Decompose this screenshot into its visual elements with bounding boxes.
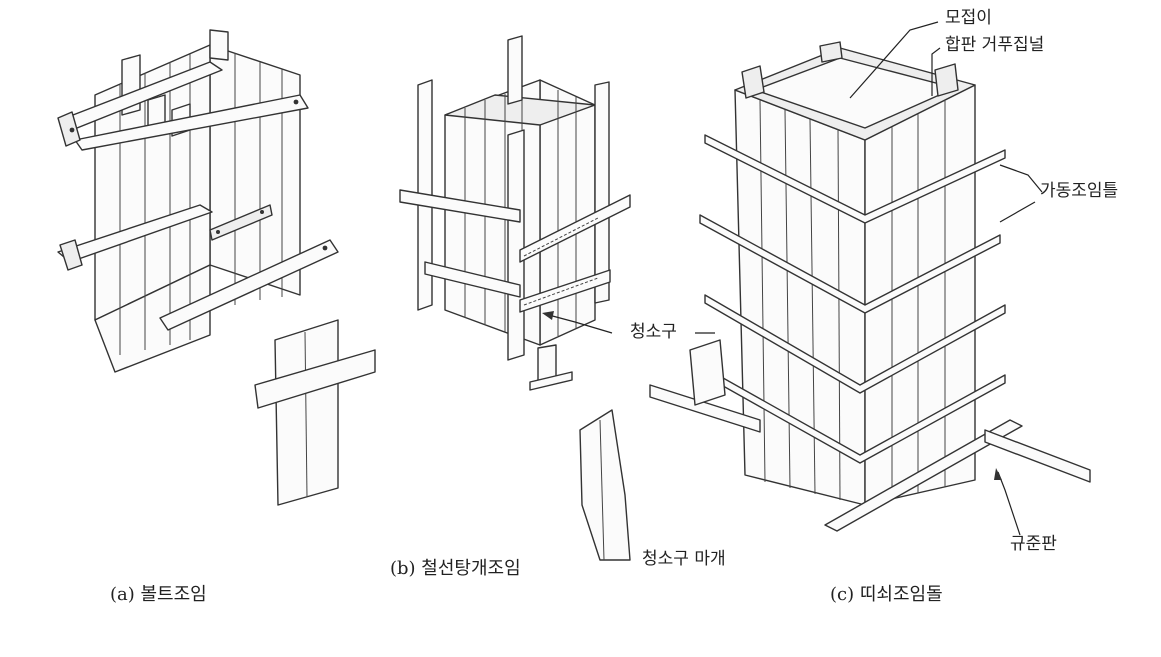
label-mojeobi: 모접이 <box>945 8 992 28</box>
cleanout-plug-seam <box>599 419 605 561</box>
leader-gadong <box>999 164 1043 193</box>
leader-hapan <box>931 47 941 96</box>
c-yoke-1 <box>704 134 1006 224</box>
label-cleanout: 청소구 <box>630 322 677 342</box>
a-top-yoke-end <box>57 111 81 147</box>
a-loose-panel-seam <box>304 331 308 498</box>
a-right-face <box>209 44 301 296</box>
label-hapan-formwork: 합판 거푸집널 <box>945 35 1045 55</box>
c-yoke-3 <box>704 294 1006 394</box>
c-chamfer-block <box>741 65 765 99</box>
c-chamfer-block <box>819 41 843 63</box>
a-cleat-plate <box>209 204 273 241</box>
a-top-yoke-front <box>74 94 309 151</box>
c-band-yokes <box>699 134 1006 464</box>
caption-c: (c) 띠쇠조임돌 <box>830 584 943 605</box>
b-cleanout-bar <box>529 371 573 391</box>
b-wale-lower-left <box>424 261 521 298</box>
a-bolt <box>260 210 264 214</box>
a-loose-panel-cleat <box>254 349 376 409</box>
caption-a: (a) 볼트조임 <box>110 584 207 605</box>
leader-mojeobi <box>849 21 939 99</box>
b-post-right <box>594 81 610 304</box>
b-post-front <box>507 129 525 361</box>
label-guide-plank: 규준판 <box>1010 534 1057 554</box>
b-wire-tie <box>523 217 599 257</box>
c-guide-plank-front <box>824 419 1023 532</box>
c-right-face <box>864 84 976 506</box>
leader-gadong-2 <box>999 201 1036 223</box>
a-bottom-yoke-end <box>59 239 83 271</box>
a-bolt <box>216 230 220 234</box>
figure-b-wire-formwork <box>399 35 631 391</box>
caption-b: (b) 철선탕개조임 <box>390 558 521 579</box>
b-wale-lower-right <box>519 269 611 313</box>
figure-c-band-formwork <box>649 41 1091 532</box>
cleanout-plug-piece <box>579 409 631 561</box>
c-chamfer-block <box>934 63 959 97</box>
a-bolt <box>322 245 328 251</box>
a-top-board-4 <box>209 29 229 61</box>
figure-a-bolt-formwork <box>57 29 376 506</box>
a-bottom-yoke-front <box>159 239 339 331</box>
b-wale-upper-left <box>399 189 521 223</box>
a-bolt <box>69 127 75 133</box>
c-guide-plank-right <box>984 429 1091 483</box>
b-cleanout-piece <box>537 344 557 382</box>
arrow-cheongsogu <box>542 311 554 320</box>
b-wire-tie <box>523 277 599 306</box>
a-bolt <box>293 99 299 105</box>
leader-gyujunpan <box>997 471 1021 536</box>
a-front-face-lower <box>94 264 211 373</box>
c-guide-plank-left <box>649 384 761 433</box>
leader-lines <box>542 21 1043 536</box>
b-wale-upper-right <box>519 194 631 263</box>
label-gadong-frame: 가동조임틀 <box>1040 181 1119 201</box>
leader-cheongsogu <box>544 313 613 334</box>
label-cleanout-plug: 청소구 마개 <box>642 549 726 569</box>
c-guide-plank-rear <box>689 339 726 406</box>
b-post-back <box>507 35 523 105</box>
arrow-gyujunpan <box>994 468 1002 480</box>
c-yoke-2 <box>699 214 1001 314</box>
